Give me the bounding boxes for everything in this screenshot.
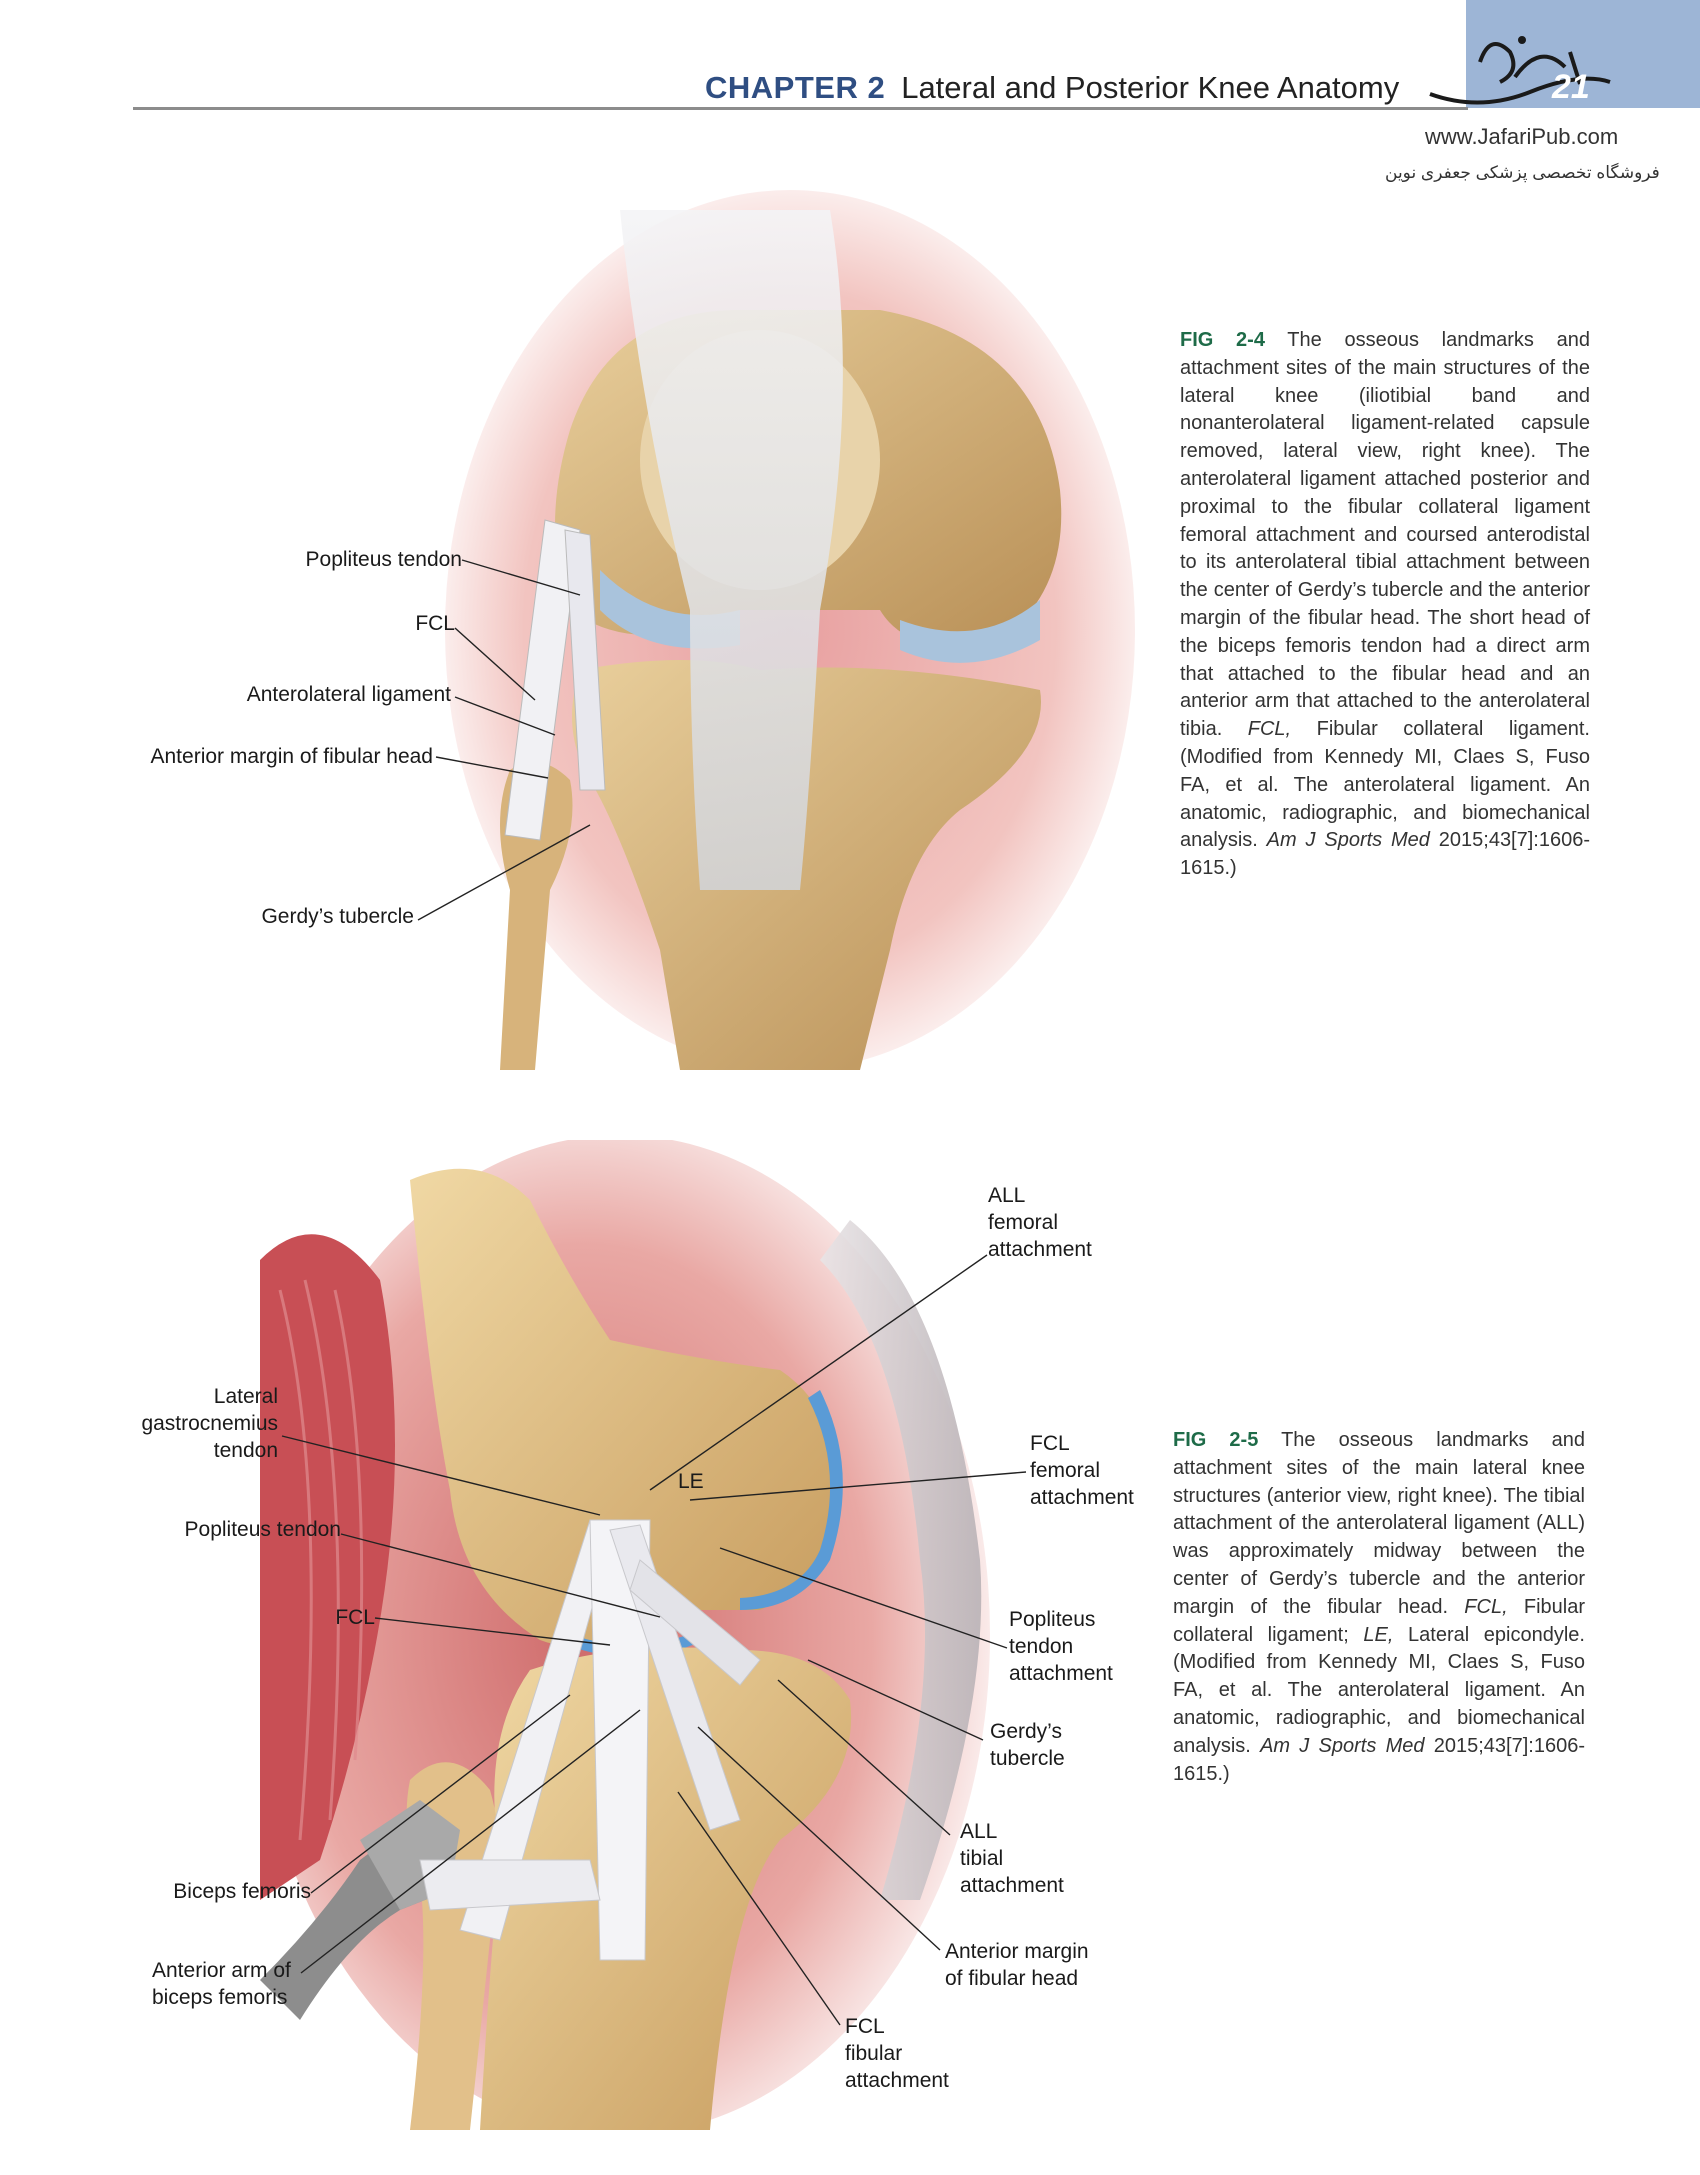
label-popliteus-tendon-fig2: Popliteus tendon xyxy=(184,1518,341,1541)
label-popliteus-tendon: Popliteus tendon xyxy=(305,548,462,571)
site-url: www.JafariPub.com xyxy=(1425,124,1619,149)
fig-2-4-number: FIG 2-4 xyxy=(1180,329,1265,351)
label-anterolateral-ligament: Anterolateral ligament xyxy=(246,683,451,706)
label-lateral-epicondyle: LE xyxy=(678,1470,704,1493)
label-anterior-margin-fibular-head: Anterior margin of fibular head xyxy=(150,745,434,768)
fig-2-4-caption: FIG 2-4 The osseous landmarks and attach… xyxy=(1180,329,1591,880)
fig-2-5-caption: FIG 2-5 The osseous landmarks and attach… xyxy=(1173,1429,1585,1785)
label-fcl-fig2: FCL xyxy=(335,1606,375,1629)
chapter-title: Lateral and Posterior Knee Anatomy xyxy=(901,70,1400,105)
publisher-logo-icon xyxy=(1429,36,1611,105)
chapter-label: CHAPTER 2 xyxy=(705,70,886,105)
header-rule xyxy=(133,107,1468,110)
corner-tab xyxy=(1466,0,1700,108)
fig-2-5-illustration xyxy=(260,1140,990,2130)
fig-2-5-number: FIG 2-5 xyxy=(1173,1429,1259,1451)
page-number: 21 xyxy=(1552,68,1590,106)
fig-2-4-illustration xyxy=(445,190,1135,1070)
label-fcl: FCL xyxy=(415,612,455,635)
label-biceps-femoris: Biceps femoris xyxy=(173,1880,311,1903)
running-header: CHAPTER 2 Lateral and Posterior Knee Anat… xyxy=(705,70,1399,106)
label-gerdys-tubercle: Gerdy’s tubercle xyxy=(261,905,414,928)
site-persian-text: فروشگاه تخصصی پزشکی جعفری نوین xyxy=(1385,163,1660,182)
